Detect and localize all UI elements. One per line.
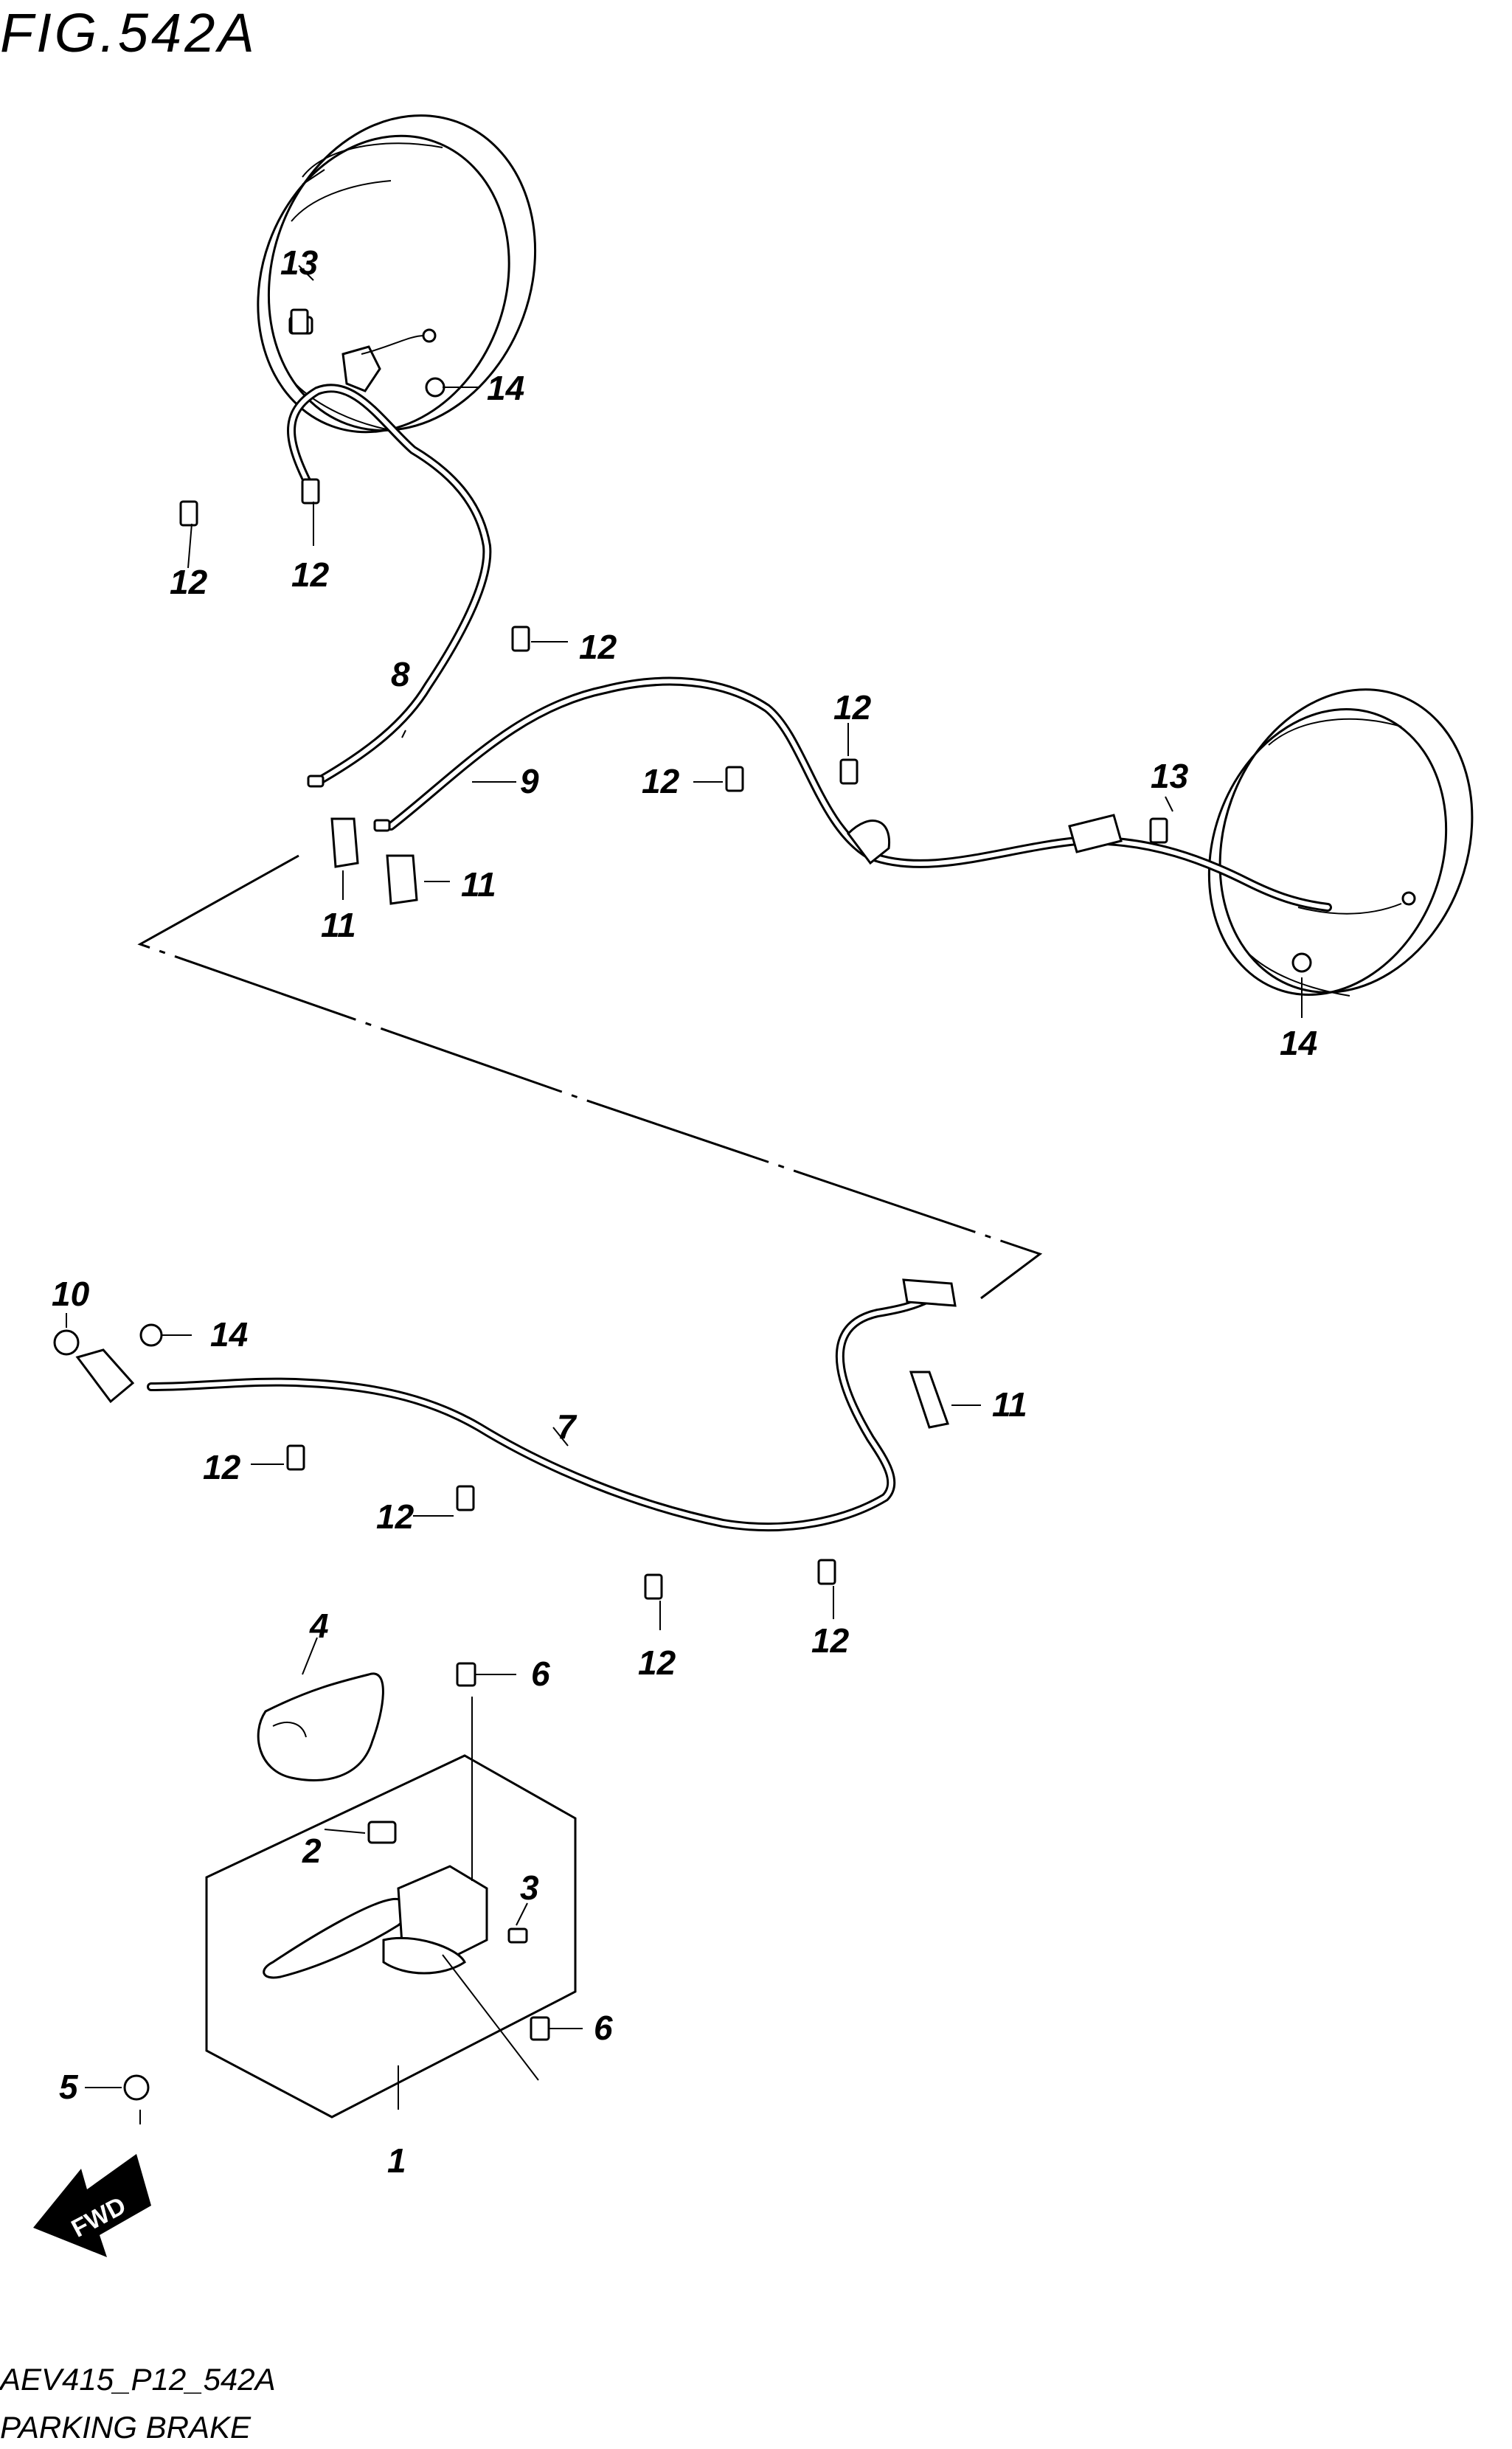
- screw-3: [507, 1927, 528, 1944]
- callout-14: 14: [1280, 1024, 1317, 1062]
- cable-8: [287, 384, 492, 788]
- callout-3: 3: [520, 1868, 539, 1907]
- callout-4: 4: [309, 1607, 329, 1645]
- rear-left-brake-drum: [257, 114, 537, 434]
- callout-14: 14: [210, 1315, 248, 1354]
- callout-5: 5: [59, 2068, 79, 2106]
- callout-12: 12: [638, 1643, 676, 1682]
- callout-13: 13: [1151, 757, 1189, 795]
- lever-assembly-box: [205, 1662, 577, 2119]
- callout-6: 6: [531, 1655, 550, 1693]
- rear-right-brake-drum: [1207, 688, 1474, 997]
- footer-code: AEV415_P12_542A: [0, 2362, 276, 2397]
- callout-11: 11: [992, 1385, 1027, 1424]
- bolts-12: [179, 308, 1168, 1600]
- callout-12: 12: [833, 688, 872, 727]
- cable-end-fitting-left: [288, 316, 445, 398]
- clips-11: [330, 817, 949, 1429]
- bolt-6-top: [456, 1662, 476, 1687]
- callout-labels: 13 14 12 12 12 8 9 12 12 13 11 11 14 10 …: [52, 243, 1317, 2180]
- bolt-6-bottom: [530, 2016, 550, 2041]
- callout-12: 12: [170, 563, 208, 601]
- callout-11: 11: [321, 906, 356, 944]
- parking-brake-lever: [263, 1897, 409, 1979]
- figure-title: FIG.542A: [0, 2, 257, 63]
- nut-5: [123, 2074, 150, 2101]
- callout-13: 13: [280, 243, 319, 282]
- callout-9: 9: [520, 762, 539, 800]
- callout-8: 8: [391, 655, 410, 693]
- callout-6: 6: [594, 2009, 613, 2047]
- callout-14: 14: [487, 369, 524, 407]
- callout-12: 12: [203, 1448, 241, 1486]
- callout-12: 12: [376, 1497, 415, 1536]
- callout-12: 12: [291, 555, 330, 594]
- console-cover-4: [257, 1672, 384, 1781]
- cable-7: [75, 1278, 957, 1532]
- callout-11: 11: [461, 865, 496, 904]
- callout-12: 12: [642, 762, 680, 800]
- nut-14-right: [1291, 952, 1312, 973]
- callout-1: 1: [387, 2141, 406, 2180]
- fwd-arrow: FWD: [33, 2154, 151, 2257]
- nut-14-front: [139, 1323, 163, 1347]
- callout-10: 10: [52, 1275, 90, 1313]
- callout-12: 12: [811, 1621, 850, 1660]
- bracket-2: [367, 1821, 397, 1844]
- leader-lines: [66, 169, 1303, 2124]
- callout-12: 12: [579, 628, 617, 666]
- callout-2: 2: [302, 1832, 322, 1870]
- cable-9: [373, 676, 1332, 912]
- callout-7: 7: [557, 1407, 578, 1446]
- footer-name: PARKING BRAKE: [0, 2410, 252, 2445]
- nut-14-top: [425, 377, 445, 398]
- nut-10: [53, 1329, 80, 1356]
